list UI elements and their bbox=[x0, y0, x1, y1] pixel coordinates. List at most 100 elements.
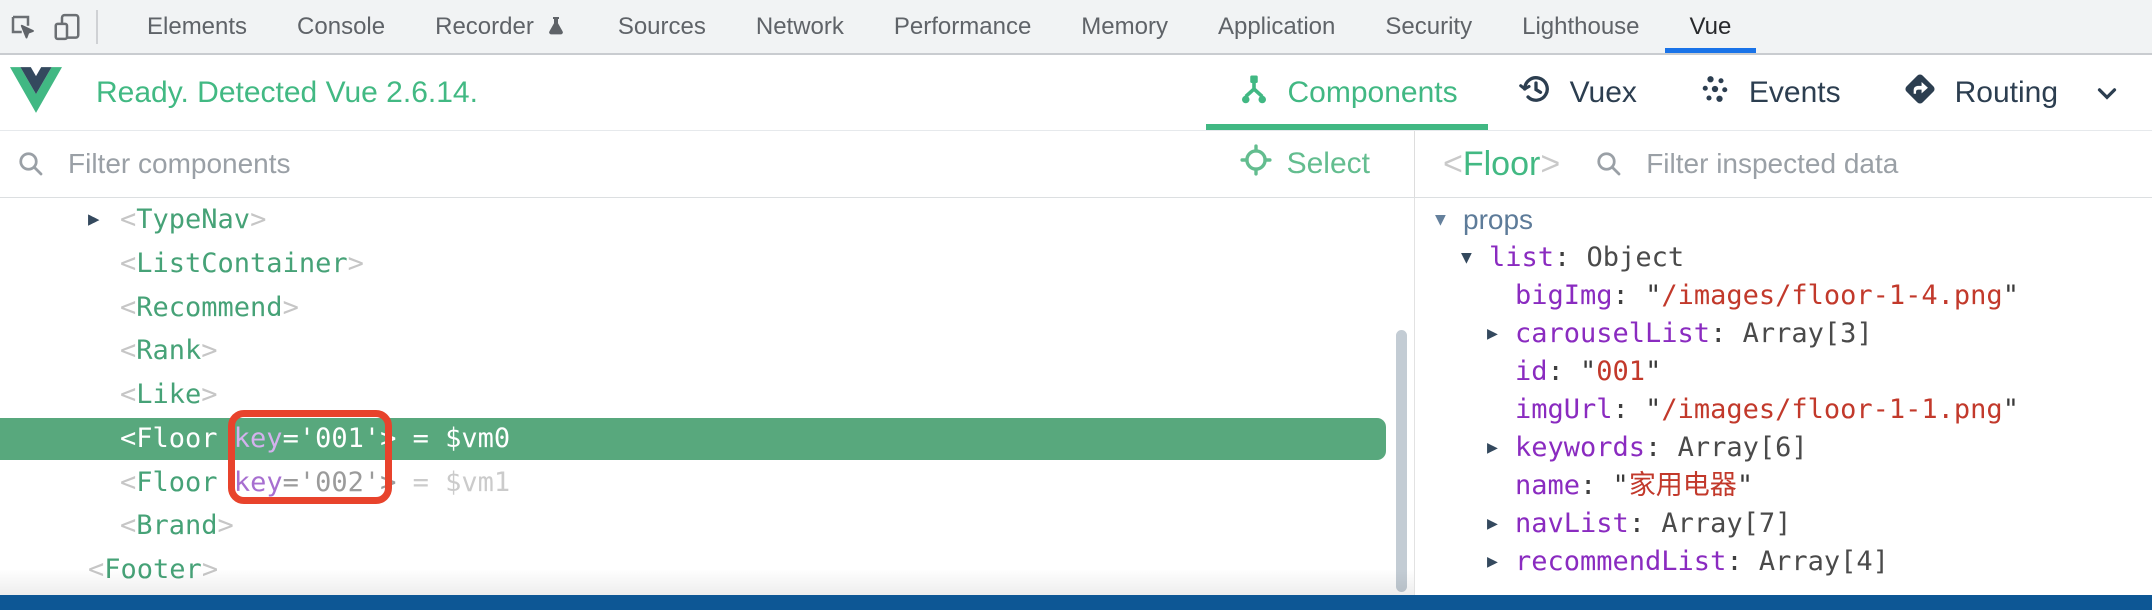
prop-entry: imgUrl: "/images/floor-1-1.png" bbox=[1515, 394, 2019, 425]
filter-row: Select <Floor> bbox=[0, 131, 2152, 198]
devtools-tab-label: Memory bbox=[1081, 12, 1168, 40]
devtools-tab-label: Elements bbox=[147, 12, 248, 40]
devtools-tab-recorder[interactable]: Recorder bbox=[410, 0, 593, 53]
filter-inspected-data-input[interactable] bbox=[1646, 148, 2107, 180]
devtools-tab-memory[interactable]: Memory bbox=[1056, 0, 1193, 53]
component-tree-node-brand[interactable]: <Brand> bbox=[0, 504, 1414, 548]
tab-routing[interactable]: Routing bbox=[1871, 55, 2088, 130]
component-tree-node-floor[interactable]: <Floor key='002'> = $vm1 bbox=[0, 461, 1414, 505]
prop-row-keywords[interactable]: ▶keywords: Array[6] bbox=[1416, 429, 2152, 467]
prop-row-id: id: "001" bbox=[1416, 353, 2152, 391]
expand-arrow-icon[interactable]: ▶ bbox=[1487, 437, 1498, 458]
component-tag: <TypeNav> bbox=[120, 204, 267, 235]
tab-vuex[interactable]: Vuex bbox=[1488, 55, 1667, 130]
devtools-tab-elements[interactable]: Elements bbox=[122, 0, 272, 53]
select-button-label: Select bbox=[1286, 147, 1370, 180]
search-icon bbox=[16, 149, 46, 179]
tab-components-label: Components bbox=[1287, 75, 1458, 109]
expand-arrow-icon[interactable]: ▶ bbox=[88, 208, 100, 230]
devtools-tab-application[interactable]: Application bbox=[1193, 0, 1360, 53]
prop-row-name: name: "家用电器" bbox=[1416, 467, 2152, 505]
prop-entry: navList: Array[7] bbox=[1515, 508, 1792, 539]
devtools-tab-console[interactable]: Console bbox=[272, 0, 410, 53]
filter-components-input[interactable] bbox=[68, 148, 1239, 180]
prop-row-imgUrl: imgUrl: "/images/floor-1-1.png" bbox=[1416, 391, 2152, 429]
component-tree-node-floor[interactable]: <Floor key='001'> = $vm0 bbox=[0, 417, 1414, 461]
collapse-arrow-icon[interactable]: ▼ bbox=[1435, 209, 1446, 230]
component-tag: <Like> bbox=[120, 379, 218, 410]
devtools-tab-performance[interactable]: Performance bbox=[869, 0, 1056, 53]
devtools-tab-label: Console bbox=[297, 12, 386, 40]
components-tree-icon bbox=[1236, 71, 1272, 115]
devtools-tab-label: Recorder bbox=[435, 12, 534, 40]
prop-row-recommendList[interactable]: ▶ recommendList: Array[4] bbox=[1416, 543, 2152, 581]
breadcrumb-close-bracket: > bbox=[1540, 144, 1561, 183]
collapse-arrow-icon[interactable]: ▼ bbox=[1461, 247, 1472, 268]
expand-arrow-icon[interactable]: ▶ bbox=[1487, 323, 1498, 344]
devtools-tab-lighthouse[interactable]: Lighthouse bbox=[1497, 0, 1664, 53]
route-diamond-icon bbox=[1901, 70, 1939, 116]
prop-row-carouselList[interactable]: ▶ carouselList: Array[3] bbox=[1416, 315, 2152, 353]
prop-row-props[interactable]: ▼ props bbox=[1416, 201, 2152, 239]
component-tag: <Brand> bbox=[120, 510, 234, 542]
component-tag: <Floor key='001'> = $vm0 bbox=[120, 422, 511, 454]
prop-entry: id: "001" bbox=[1515, 356, 1662, 387]
component-tree-node-typenav[interactable]: ▶ <TypeNav> bbox=[0, 198, 1414, 242]
devtools-tab-label: Sources bbox=[617, 12, 706, 40]
devtools-tabs: Elements Console Recorder Sources Network Per… bbox=[122, 0, 1757, 53]
prop-entry: carouselList: Array[3] bbox=[1515, 318, 1873, 349]
devtools-tab-label: Application bbox=[1217, 12, 1336, 40]
component-tree-node-footer[interactable]: <Footer> bbox=[0, 548, 1414, 592]
component-tree-node-rank[interactable]: <Rank> bbox=[0, 329, 1414, 373]
vue-logo-icon bbox=[10, 67, 62, 118]
flask-icon bbox=[544, 15, 568, 39]
devtools-tab-sources[interactable]: Sources bbox=[593, 0, 731, 53]
devtools-tab-label: Lighthouse bbox=[1522, 12, 1640, 40]
devtools-tab-label: Performance bbox=[893, 12, 1032, 40]
component-tag: <Footer> bbox=[88, 554, 219, 585]
component-tree-node-like[interactable]: <Like> bbox=[0, 373, 1414, 417]
page-bottom-strip bbox=[0, 595, 2152, 610]
content-area: ▶ <TypeNav> <ListContainer> <Recommend> <Ran… bbox=[0, 198, 2152, 595]
prop-row-bigImg: bigImg: "/images/floor-1-4.png" bbox=[1416, 277, 2152, 315]
select-component-button[interactable]: Select bbox=[1239, 143, 1370, 185]
tab-events[interactable]: Events bbox=[1667, 55, 1871, 130]
vue-toolbar: Ready. Detected Vue 2.6.14. Components V… bbox=[0, 55, 2152, 131]
tab-vuex-label: Vuex bbox=[1569, 75, 1637, 109]
component-tag: <Floor key='002'> = $vm1 bbox=[120, 466, 511, 498]
prop-row-list[interactable]: ▼list: Object bbox=[1416, 239, 2152, 277]
prop-entry: bigImg: "/images/floor-1-4.png" bbox=[1515, 280, 2019, 311]
component-tag: <Recommend> bbox=[120, 291, 299, 323]
devtools-tab-network[interactable]: Network bbox=[731, 0, 869, 53]
tree-scrollbar[interactable] bbox=[1396, 330, 1407, 592]
inspect-icon[interactable] bbox=[6, 10, 40, 44]
tab-events-label: Events bbox=[1748, 75, 1841, 109]
component-tree: ▶ <TypeNav> <ListContainer> <Recommend> <Ran… bbox=[0, 198, 1414, 592]
component-tree-pane: ▶ <TypeNav> <ListContainer> <Recommend> <Ran… bbox=[0, 198, 1415, 595]
devtools-tab-label: Network bbox=[755, 12, 844, 40]
breadcrumb[interactable]: <Floor> bbox=[1443, 145, 1560, 184]
tab-components[interactable]: Components bbox=[1205, 55, 1488, 130]
expand-arrow-icon[interactable]: ▶ bbox=[1487, 551, 1498, 572]
prop-entry: props bbox=[1463, 204, 1534, 235]
component-tag: <Rank> bbox=[120, 335, 218, 367]
crosshair-icon bbox=[1239, 143, 1273, 185]
chevron-down-icon[interactable] bbox=[2092, 78, 2122, 108]
component-tree-node-recommend[interactable]: <Recommend> bbox=[0, 286, 1414, 330]
devtools-tab-security[interactable]: Security bbox=[1360, 0, 1497, 53]
component-tag: <ListContainer> bbox=[120, 247, 364, 279]
history-icon bbox=[1518, 71, 1554, 115]
breadcrumb-open-bracket: < bbox=[1443, 144, 1463, 183]
component-tree-node-listcontainer[interactable]: <ListContainer> bbox=[0, 242, 1414, 286]
breadcrumb-component-name: Floor bbox=[1462, 144, 1541, 183]
expand-arrow-icon[interactable]: ▶ bbox=[1487, 513, 1498, 534]
inspector-filter-area: <Floor> bbox=[1415, 131, 2152, 197]
device-toolbar-icon[interactable] bbox=[50, 10, 84, 44]
devtools-tab-vue[interactable]: Vue bbox=[1664, 0, 1757, 53]
toolbar-divider bbox=[96, 9, 98, 44]
prop-entry: name: "家用电器" bbox=[1515, 470, 1754, 501]
prop-row-navList[interactable]: ▶ navList: Array[7] bbox=[1416, 505, 2152, 543]
prop-entry: recommendList: Array[4] bbox=[1515, 546, 1889, 577]
